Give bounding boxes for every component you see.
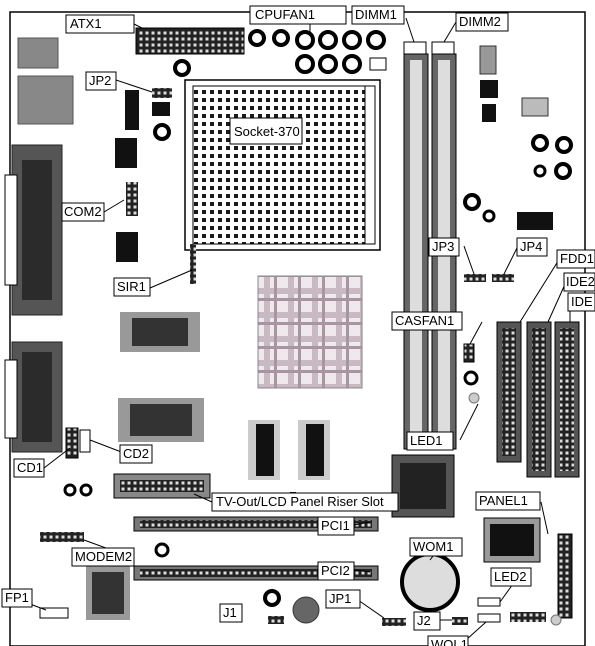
label-dimm2: DIMM2 bbox=[459, 14, 501, 29]
label-socket: Socket-370 bbox=[234, 124, 300, 139]
label-cd1: CD1 bbox=[17, 460, 43, 475]
jp3-jumper bbox=[464, 274, 486, 282]
label-dimm1: DIMM1 bbox=[355, 7, 397, 22]
fp1-header bbox=[39, 607, 69, 619]
label-ide2: IDE2 bbox=[566, 274, 595, 289]
led1-indicator bbox=[468, 392, 480, 404]
wol1-header bbox=[477, 613, 501, 623]
label-led2: LED2 bbox=[494, 569, 527, 584]
j2-jumper bbox=[452, 617, 468, 625]
label-fdd1: FDD1 bbox=[560, 251, 594, 266]
label-jp2: JP2 bbox=[89, 73, 111, 88]
casfan1-header bbox=[463, 343, 475, 363]
back-panel-io bbox=[4, 37, 74, 453]
label-modem2: MODEM2 bbox=[75, 549, 132, 564]
panel1-area bbox=[483, 517, 573, 626]
modem2-header bbox=[40, 532, 84, 542]
label-riser: TV-Out/LCD Panel Riser Slot bbox=[216, 494, 384, 509]
label-cd2: CD2 bbox=[123, 446, 149, 461]
label-panel1: PANEL1 bbox=[479, 493, 528, 508]
modem-chip-core bbox=[92, 572, 124, 614]
jp4-jumper bbox=[492, 274, 514, 282]
label-atx1: ATX1 bbox=[70, 16, 102, 31]
cd2-connector bbox=[79, 429, 91, 453]
label-wol1: WOL1 bbox=[431, 637, 468, 646]
label-cpufan1: CPUFAN1 bbox=[255, 7, 315, 22]
label-jp3: JP3 bbox=[432, 239, 454, 254]
label-boxes bbox=[1, 5, 595, 646]
dimm-slots bbox=[403, 41, 457, 450]
atx1-connector bbox=[135, 27, 245, 55]
label-pci2: PCI2 bbox=[321, 563, 350, 578]
drive-connectors bbox=[496, 321, 580, 478]
left-chips bbox=[115, 88, 204, 442]
socket-370 bbox=[184, 79, 381, 251]
label-com2: COM2 bbox=[64, 204, 102, 219]
capacitor-cluster-top bbox=[173, 29, 386, 77]
label-jp4: JP4 bbox=[520, 239, 542, 254]
label-wom1: WOM1 bbox=[413, 539, 453, 554]
right-top-components bbox=[463, 45, 573, 230]
j1-jumper bbox=[268, 616, 284, 624]
northbridge-chip bbox=[257, 275, 363, 389]
label-ide1: IDE bbox=[571, 294, 593, 309]
wom1-header bbox=[477, 597, 501, 607]
jp1-jumper bbox=[382, 618, 406, 626]
label-fp1: FP1 bbox=[5, 590, 29, 605]
label-jp1: JP1 bbox=[329, 591, 351, 606]
label-texts: ATX1 CPUFAN1 DIMM1 DIMM2 JP2 Socket-370 … bbox=[5, 7, 595, 646]
capacitor-left-2 bbox=[79, 483, 93, 497]
label-pci1: PCI1 bbox=[321, 518, 350, 533]
capacitor-casfan bbox=[463, 370, 479, 386]
capacitor-left-1 bbox=[63, 483, 77, 497]
cpufan1-header bbox=[369, 57, 387, 71]
label-casfan1: CASFAN1 bbox=[395, 313, 454, 328]
label-led1: LED1 bbox=[410, 433, 443, 448]
leader-lines bbox=[29, 17, 571, 641]
cd1-connector bbox=[65, 427, 79, 459]
label-j2: J2 bbox=[417, 613, 431, 628]
label-sir1: SIR1 bbox=[117, 279, 146, 294]
label-j1: J1 bbox=[223, 605, 237, 620]
pci-slots bbox=[133, 516, 379, 581]
